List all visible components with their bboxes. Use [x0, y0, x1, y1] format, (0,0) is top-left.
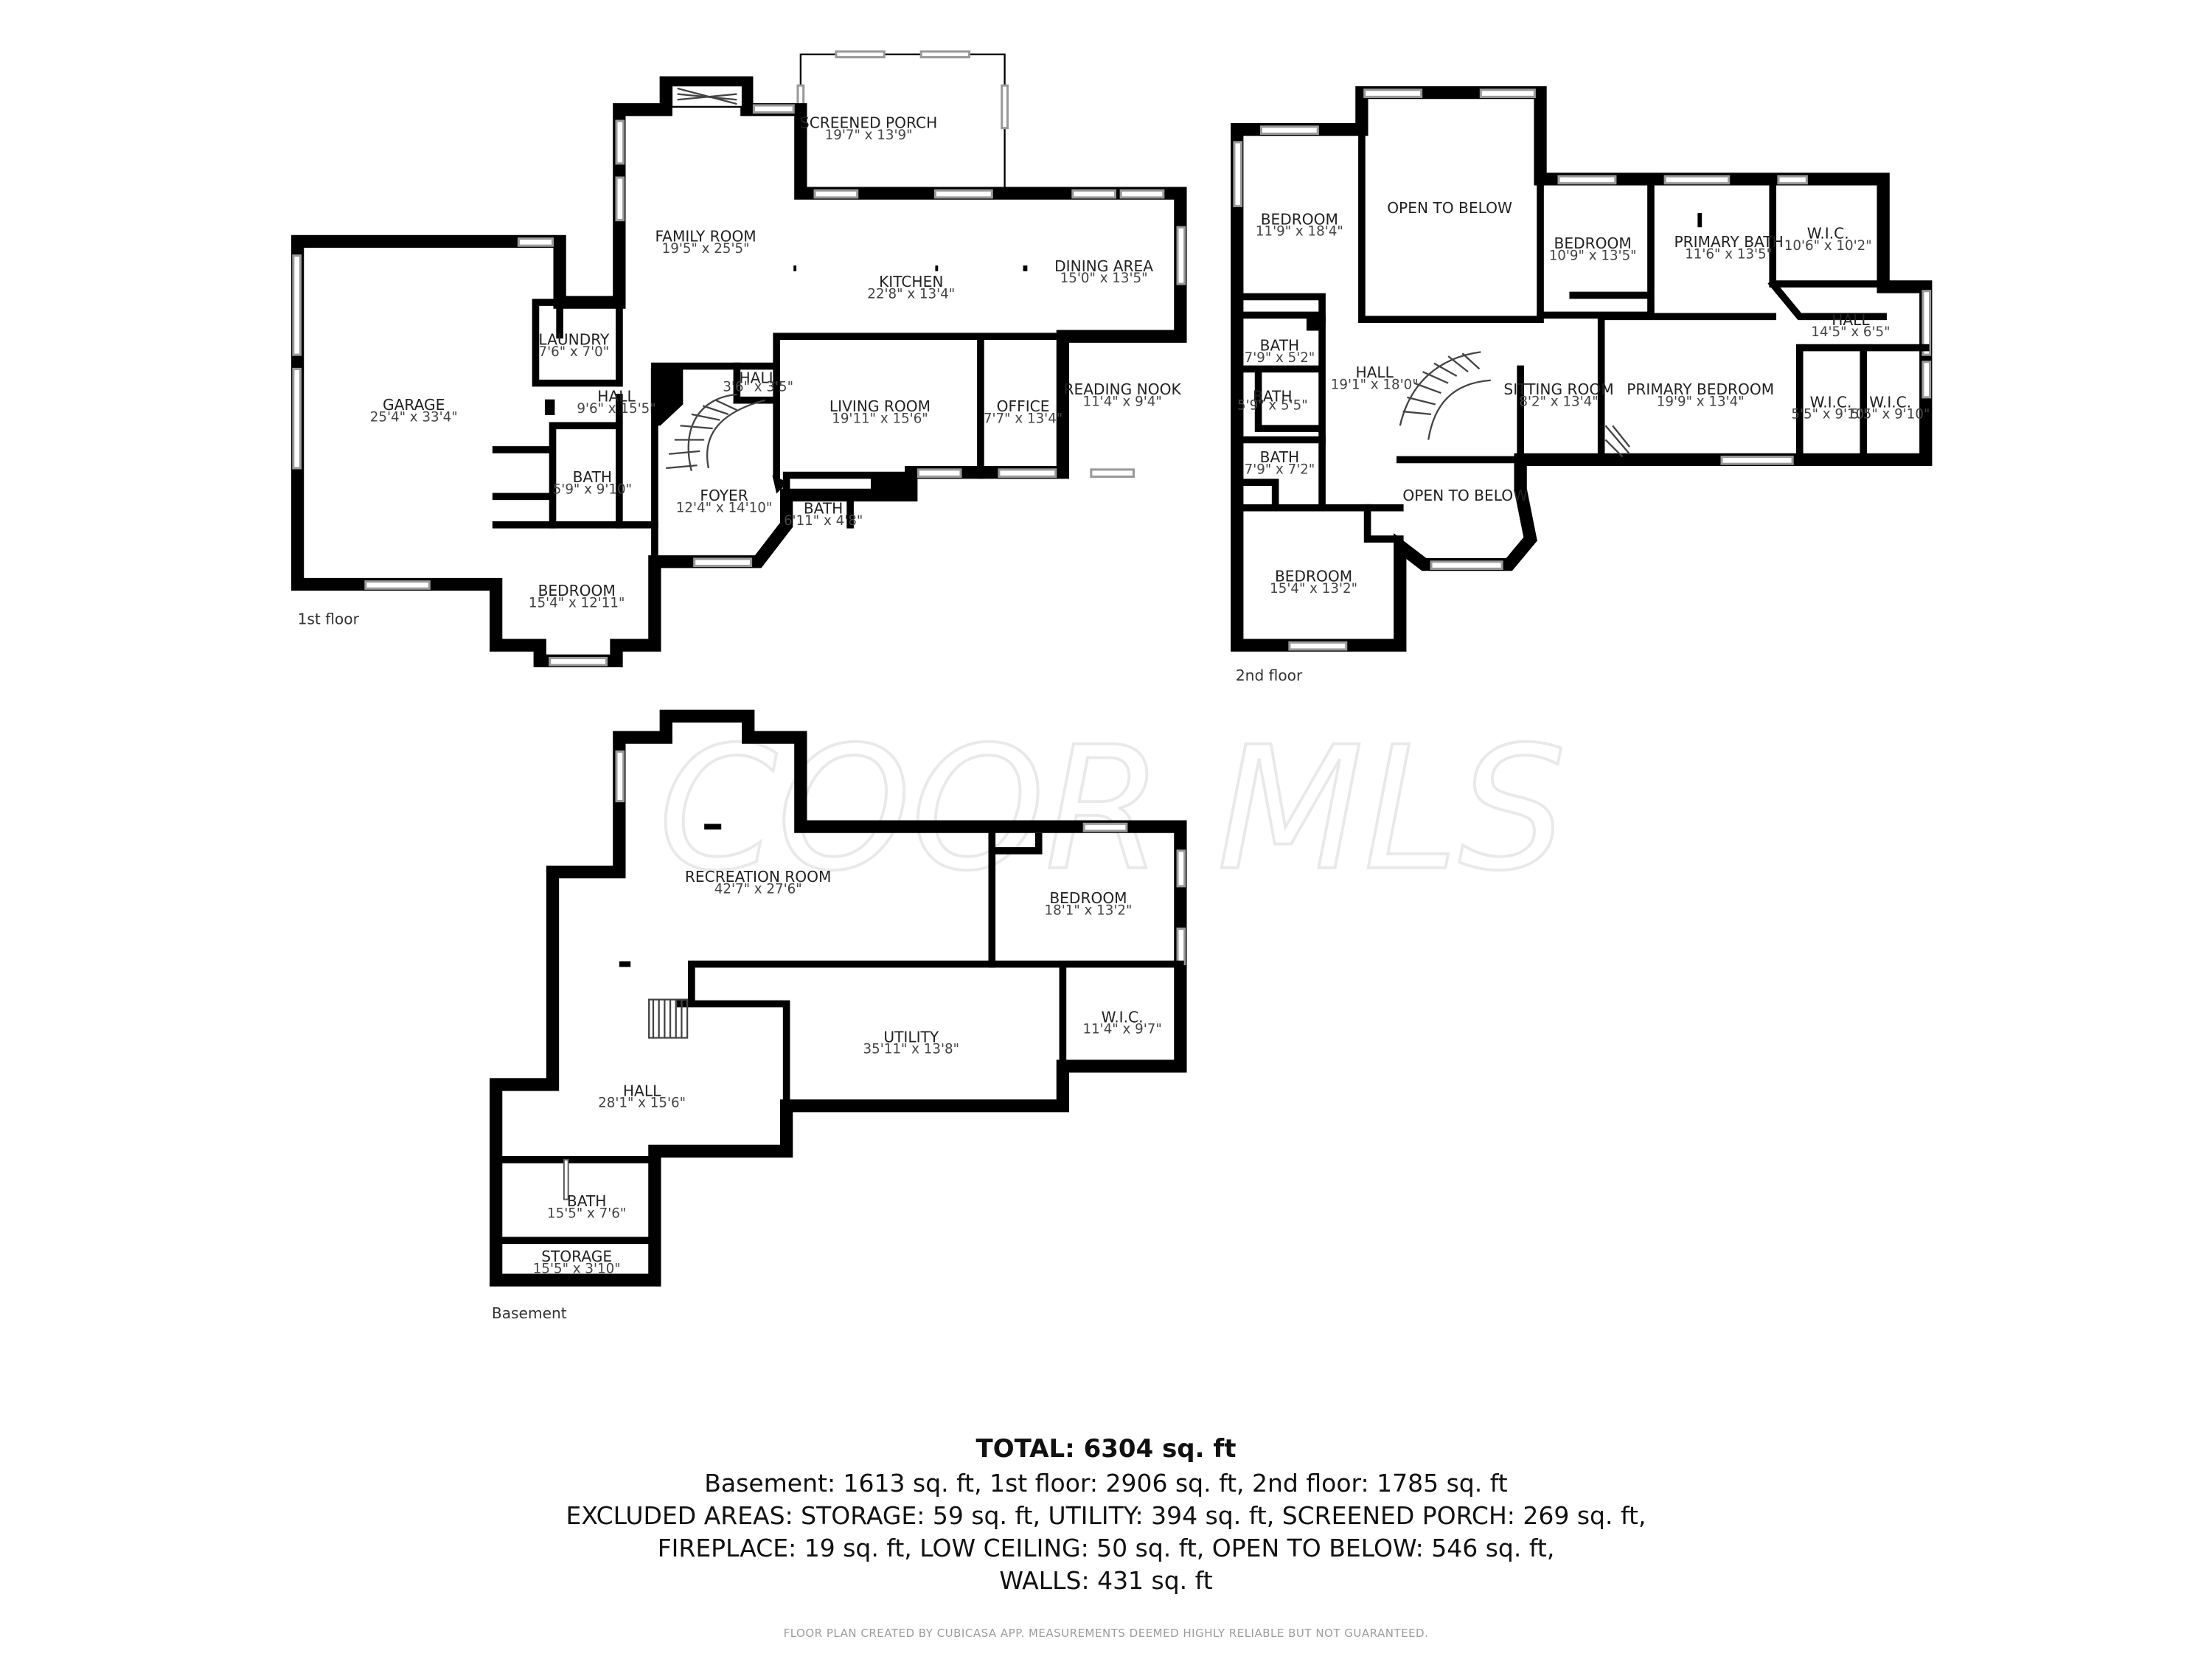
second-bath-2-dims: 5'9" x 5'5" [1237, 398, 1308, 414]
first-family-room-dims: 19'5" x 25'5" [662, 241, 750, 257]
basement-hall-name: HALL [623, 1082, 661, 1099]
second-primary-bedroom-name: PRIMARY BEDROOM [1627, 380, 1774, 398]
second-wic-a-name: W.I.C. [1810, 393, 1852, 411]
second-wic-b-dims: 5'5" x 9'10" [1851, 407, 1930, 422]
second-bedroom-nw-name: BEDROOM [1261, 210, 1338, 228]
first-foyer-dims: 12'4" x 14'10" [676, 501, 773, 516]
basement-wic-dims: 11'4" x 9'7" [1082, 1022, 1161, 1037]
first-floor-label: 1st floor [298, 610, 360, 627]
basement-plan [489, 709, 1187, 1287]
basement-bedroom-name: BEDROOM [1049, 889, 1127, 907]
second-wic-b-name: W.I.C. [1869, 393, 1911, 411]
second-floor-plan [1231, 86, 1933, 652]
second-hall-east-name: HALL [1832, 311, 1870, 329]
first-bedroom-name: BEDROOM [538, 582, 616, 599]
first-bedroom-dims: 15'4" x 12'11" [529, 595, 625, 611]
basement-utility-dims: 35'11" x 13'8" [863, 1042, 959, 1057]
first-bath-dims: 5'9" x 9'10" [553, 482, 632, 498]
second-sitting-room-name: SITTING ROOM [1503, 380, 1613, 398]
second-bath-3-dims: 7'9" x 7'2" [1245, 462, 1315, 478]
basement-storage-dims: 15'5" x 3'10" [533, 1262, 621, 1277]
second-primary-bath-name: PRIMARY BATH [1674, 233, 1784, 251]
second-primary-bath-dims: 11'6" x 13'5" [1685, 246, 1773, 262]
first-laundry-name: LAUNDRY [538, 331, 610, 349]
first-hall-small-name: HALL [739, 369, 777, 387]
second-wic-top-dims: 10'6" x 10'2" [1784, 238, 1872, 254]
second-hall-center-name: HALL [1355, 364, 1394, 381]
first-living-room-dims: 19'11" x 15'6" [832, 411, 928, 426]
second-bath-1-dims: 7'9" x 5'2" [1245, 350, 1315, 366]
second-floor-label: 2nd floor [1236, 667, 1303, 684]
first-reading-nook-dims: 11'4" x 9'4" [1082, 394, 1161, 409]
excluded-areas-line-1: EXCLUDED AREAS: STORAGE: 59 sq. ft, UTIL… [566, 1501, 1646, 1530]
second-bedroom-sw-name: BEDROOM [1275, 568, 1352, 585]
basement-bath-dims: 15'5" x 7'6" [547, 1206, 626, 1222]
basement-recreation-room-name: RECREATION ROOM [685, 868, 832, 886]
first-garage-name: GARAGE [383, 396, 445, 414]
first-kitchen-dims: 22'8" x 13'4" [867, 286, 955, 302]
first-garage-dims: 25'4" x 33'4" [370, 410, 458, 425]
second-open-to-below-bottom-name: OPEN TO BELOW [1402, 487, 1528, 504]
first-living-room-name: LIVING ROOM [830, 397, 931, 415]
second-bedroom-sw-dims: 15'4" x 13'2" [1270, 581, 1357, 597]
second-bedroom-n-dims: 10'9" x 13'5" [1549, 248, 1637, 263]
first-screened-porch-name: SCREENED PORCH [800, 114, 937, 132]
first-bath-half-dims: 6'11" x 4'8" [784, 513, 863, 529]
area-summary: TOTAL: 6304 sq. ft Basement: 1613 sq. ft… [0, 1430, 2212, 1640]
basement-wic-name: W.I.C. [1102, 1008, 1144, 1026]
basement-bedroom-dims: 18'1" x 13'2" [1045, 902, 1133, 918]
second-bath-1-name: BATH [1260, 336, 1300, 354]
first-dining-area-name: DINING AREA [1054, 257, 1153, 275]
second-primary-bedroom-dims: 19'9" x 13'4" [1657, 394, 1745, 409]
basement-exterior-wall [489, 709, 1187, 1287]
disclaimer: FLOOR PLAN CREATED BY CUBICASA APP. MEAS… [783, 1627, 1429, 1640]
first-hall-small-dims: 3'6" x 3'5" [723, 380, 793, 395]
second-hall-east-dims: 14'5" x 6'5" [1811, 324, 1890, 340]
second-wic-top-name: W.I.C. [1807, 225, 1849, 243]
second-open-to-below-top-name: OPEN TO BELOW [1387, 199, 1512, 217]
first-bath-half-name: BATH [804, 499, 844, 517]
first-reading-nook-name: READING NOOK [1064, 380, 1182, 398]
second-bath-2-name: BATH [1253, 388, 1293, 406]
basement-bath-name: BATH [567, 1192, 607, 1210]
basement-recreation-room-dims: 42'7" x 27'6" [714, 881, 802, 897]
basement-hall-dims: 28'1" x 15'6" [598, 1096, 686, 1111]
excluded-areas-line-3: WALLS: 431 sq. ft [999, 1566, 1213, 1595]
first-bath-name: BATH [573, 468, 613, 486]
first-foyer-name: FOYER [700, 487, 748, 504]
second-wic-a-dims: 5'5" x 9'10" [1791, 407, 1870, 422]
floor-areas: Basement: 1613 sq. ft, 1st floor: 2906 s… [704, 1469, 1508, 1498]
first-office-name: OFFICE [997, 397, 1050, 415]
basement-utility-name: UTILITY [883, 1028, 939, 1046]
basement-storage-name: STORAGE [541, 1248, 612, 1265]
first-laundry-dims: 7'6" x 7'0" [539, 344, 610, 360]
second-bath-3-name: BATH [1260, 448, 1300, 466]
first-dining-area-dims: 15'0" x 13'5" [1060, 271, 1148, 286]
basement-label: Basement [492, 1304, 567, 1322]
first-office-dims: 7'7" x 13'4" [984, 411, 1062, 426]
second-sitting-room-dims: 8'2" x 13'4" [1519, 394, 1598, 409]
first-family-room-name: FAMILY ROOM [655, 227, 756, 245]
first-kitchen-name: KITCHEN [879, 273, 943, 291]
second-hall-center-dims: 19'1" x 18'0" [1331, 377, 1419, 392]
first-screened-porch-dims: 19'7" x 13'9" [825, 128, 913, 143]
excluded-areas-line-2: FIREPLACE: 19 sq. ft, LOW CEILING: 50 sq… [657, 1534, 1555, 1562]
total-area: TOTAL: 6304 sq. ft [975, 1434, 1237, 1464]
first-hall-name: HALL [597, 388, 636, 406]
first-hall-dims: 9'6" x 15'5" [577, 401, 655, 417]
second-floor-exterior-wall [1231, 86, 1933, 652]
second-bedroom-n-name: BEDROOM [1554, 234, 1632, 252]
watermark: COOR MLS [658, 711, 1566, 908]
first-floor-plan [291, 50, 1187, 667]
second-bedroom-nw-dims: 11'9" x 18'4" [1256, 224, 1343, 240]
